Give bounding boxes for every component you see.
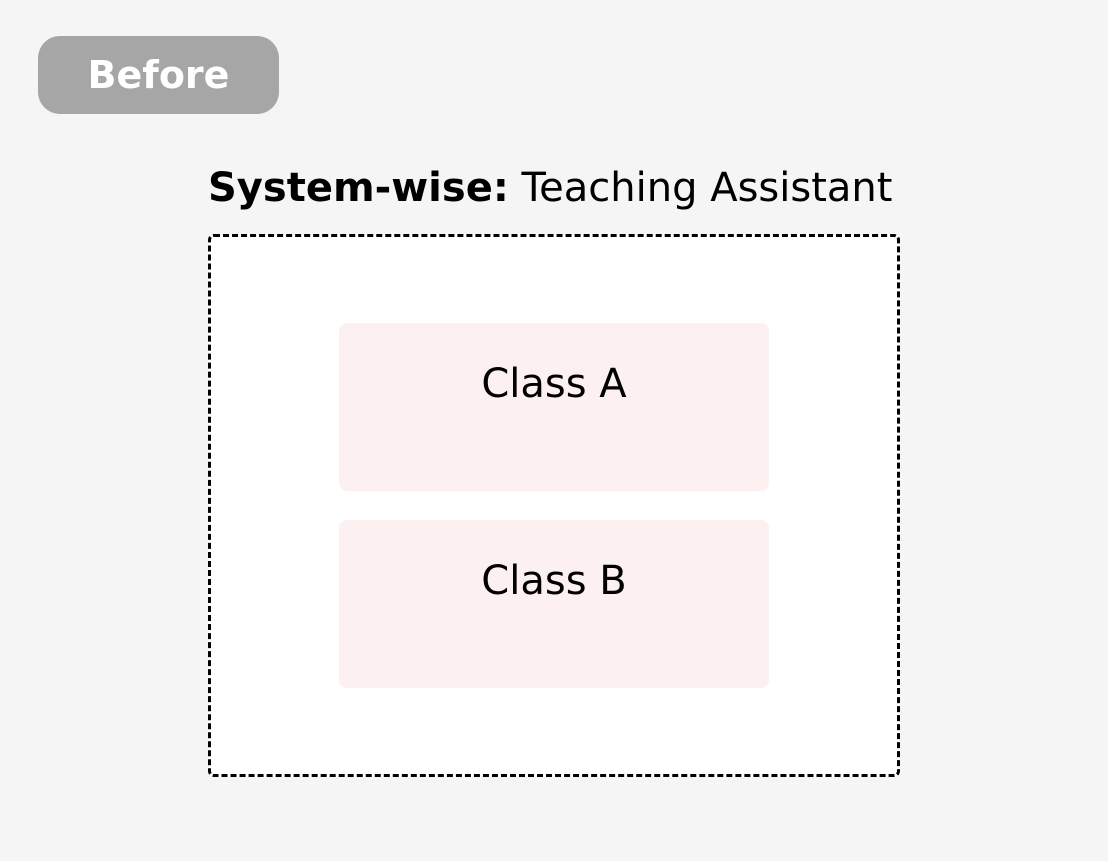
title-value: Teaching Assistant (521, 165, 893, 211)
class-a-label: Class A (481, 361, 627, 407)
class-a-box: Class A (339, 323, 769, 491)
class-b-box: Class B (339, 520, 769, 688)
before-badge: Before (38, 36, 279, 114)
system-title: System-wise: Teaching Assistant (208, 160, 892, 216)
class-b-label: Class B (481, 558, 627, 604)
title-label: System-wise: (208, 165, 509, 211)
system-boundary (208, 234, 900, 777)
